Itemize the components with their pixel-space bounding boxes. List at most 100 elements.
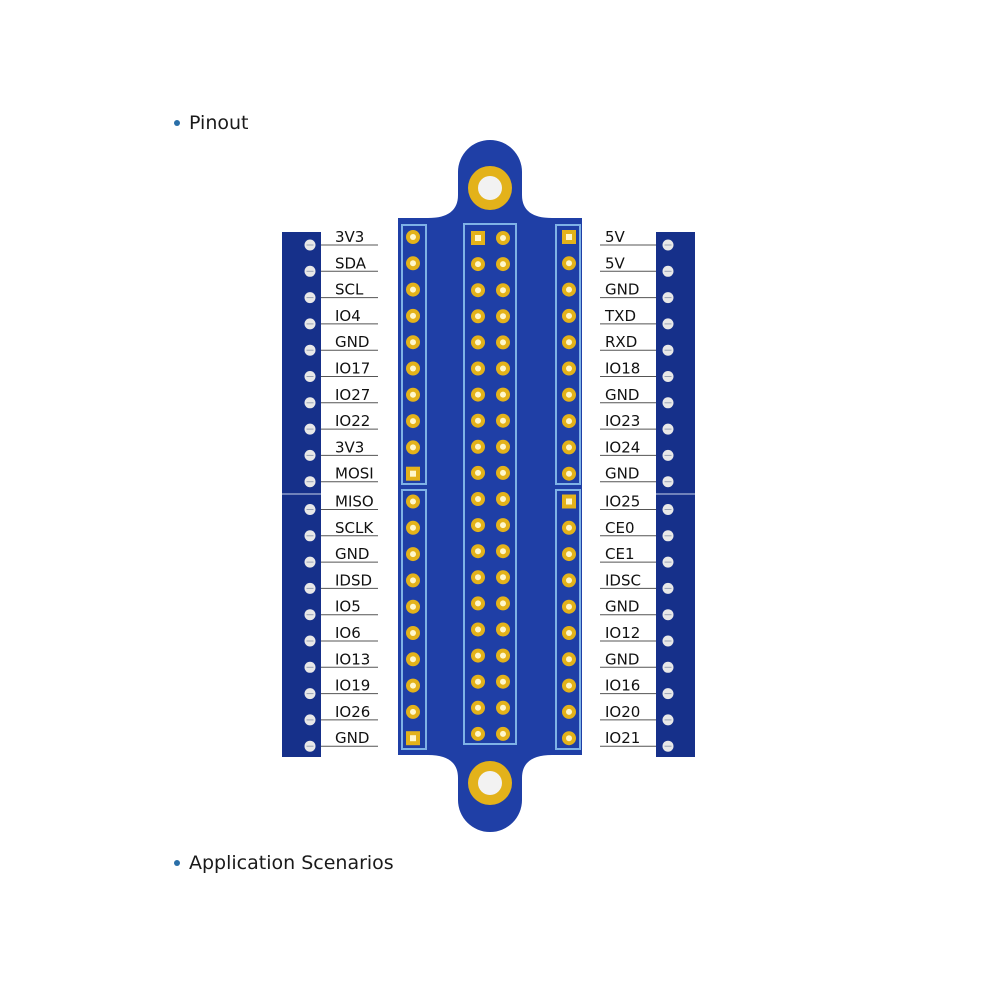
gpio-pad [471, 570, 485, 585]
pin-label-right: GND [605, 465, 639, 483]
terminal-screw-icon [662, 635, 674, 647]
header-outline-left-top [401, 224, 427, 485]
header-pad-right [562, 494, 576, 509]
pin-label-left: IO27 [335, 386, 370, 404]
gpio-pad [471, 335, 485, 350]
terminal-screw-icon [304, 239, 316, 251]
header-pad-right [562, 414, 576, 429]
terminal-screw-icon [304, 318, 316, 330]
pin-label-left: IO4 [335, 307, 361, 325]
header-pad-left [406, 466, 420, 481]
gpio-pad [496, 700, 510, 715]
gpio-pad [496, 544, 510, 559]
gpio-pad [471, 231, 485, 245]
pin-label-left: GND [335, 729, 369, 747]
gpio-pad [471, 413, 485, 428]
gpio-pad [496, 309, 510, 324]
pin-label-right: 5V [605, 228, 626, 246]
header-pad-right [562, 599, 576, 614]
gpio-pad [496, 231, 510, 245]
terminal-screw-icon [304, 530, 316, 542]
header-pad-left [406, 256, 420, 271]
terminal-screw-icon [304, 292, 316, 304]
terminal-screw-icon [662, 661, 674, 673]
terminal-screw-icon [662, 582, 674, 594]
gpio-pad [471, 283, 485, 298]
terminal-screw-icon [304, 449, 316, 461]
gpio-pad [471, 726, 485, 741]
header-pad-right [562, 466, 576, 481]
header-pad-right [562, 282, 576, 297]
terminal-screw-icon [662, 476, 674, 488]
header-pad-left [406, 573, 420, 588]
gpio-pad [471, 518, 485, 533]
terminal-screw-icon [304, 714, 316, 726]
gpio-pad [496, 257, 510, 272]
header-pad-left [406, 361, 420, 376]
header-pad-left [406, 494, 420, 509]
gpio-pad [496, 648, 510, 663]
gpio-pad [496, 335, 510, 350]
pin-label-right: GND [605, 281, 639, 299]
header-pad-left [406, 678, 420, 693]
pin-label-left: GND [335, 545, 369, 563]
header-outline-right-top [555, 224, 581, 485]
gpio-pad [471, 596, 485, 611]
gpio-pad [471, 700, 485, 715]
gpio-pad [471, 674, 485, 689]
pin-label-left: IO6 [335, 624, 361, 642]
pin-label-left: 3V3 [335, 438, 364, 456]
gpio-pad [471, 387, 485, 402]
pin-label-right: IDSC [605, 571, 641, 589]
gpio-pad [471, 361, 485, 376]
terminal-screw-icon [662, 318, 674, 330]
mount-hole-top [468, 166, 512, 210]
header-pad-right [562, 387, 576, 402]
terminal-screw-icon [662, 423, 674, 435]
gpio-pad [496, 518, 510, 533]
pin-label-right: GND [605, 598, 639, 616]
terminal-screw-icon [304, 556, 316, 568]
gpio-pad [471, 622, 485, 637]
terminal-screw-icon [304, 661, 316, 673]
gpio-pad [496, 622, 510, 637]
header-pad-left [406, 547, 420, 562]
pin-label-left: IO17 [335, 360, 370, 378]
header-pad-left [406, 414, 420, 429]
terminal-screw-icon [662, 239, 674, 251]
terminal-screw-icon [662, 556, 674, 568]
terminal-screw-icon [304, 688, 316, 700]
gpio-pad [471, 492, 485, 506]
gpio-pad [496, 492, 510, 506]
terminal-screw-icon [304, 265, 316, 277]
pin-label-right: IO12 [605, 624, 640, 642]
header-pad-right [562, 335, 576, 350]
gpio-pad [496, 439, 510, 454]
gpio-pad [471, 648, 485, 663]
terminal-screw-icon [304, 423, 316, 435]
header-pad-right [562, 652, 576, 667]
header-pad-right [562, 230, 576, 244]
header-pad-left [406, 308, 420, 323]
terminal-screw-icon [662, 609, 674, 621]
pin-label-left: SCL [335, 281, 364, 299]
header-pad-left [406, 520, 420, 535]
terminal-screw-icon [662, 530, 674, 542]
header-pad-right [562, 520, 576, 535]
section-heading-application-scenarios: Application Scenarios [174, 852, 394, 874]
pin-label-left: IO5 [335, 598, 361, 616]
header-pad-right [562, 547, 576, 562]
header-pad-left [406, 704, 420, 719]
terminal-screw-icon [304, 740, 316, 752]
pin-label-right: IO16 [605, 677, 640, 695]
section-heading-application-scenarios-text: Application Scenarios [189, 852, 394, 874]
header-pad-right [562, 678, 576, 693]
terminal-screw-icon [662, 449, 674, 461]
terminal-screw-icon [662, 344, 674, 356]
gpio-pad [471, 439, 485, 454]
terminal-screw-icon [304, 371, 316, 382]
pin-label-left: GND [335, 333, 369, 351]
pin-label-right: 5V [605, 254, 626, 272]
header-pad-right [562, 256, 576, 271]
